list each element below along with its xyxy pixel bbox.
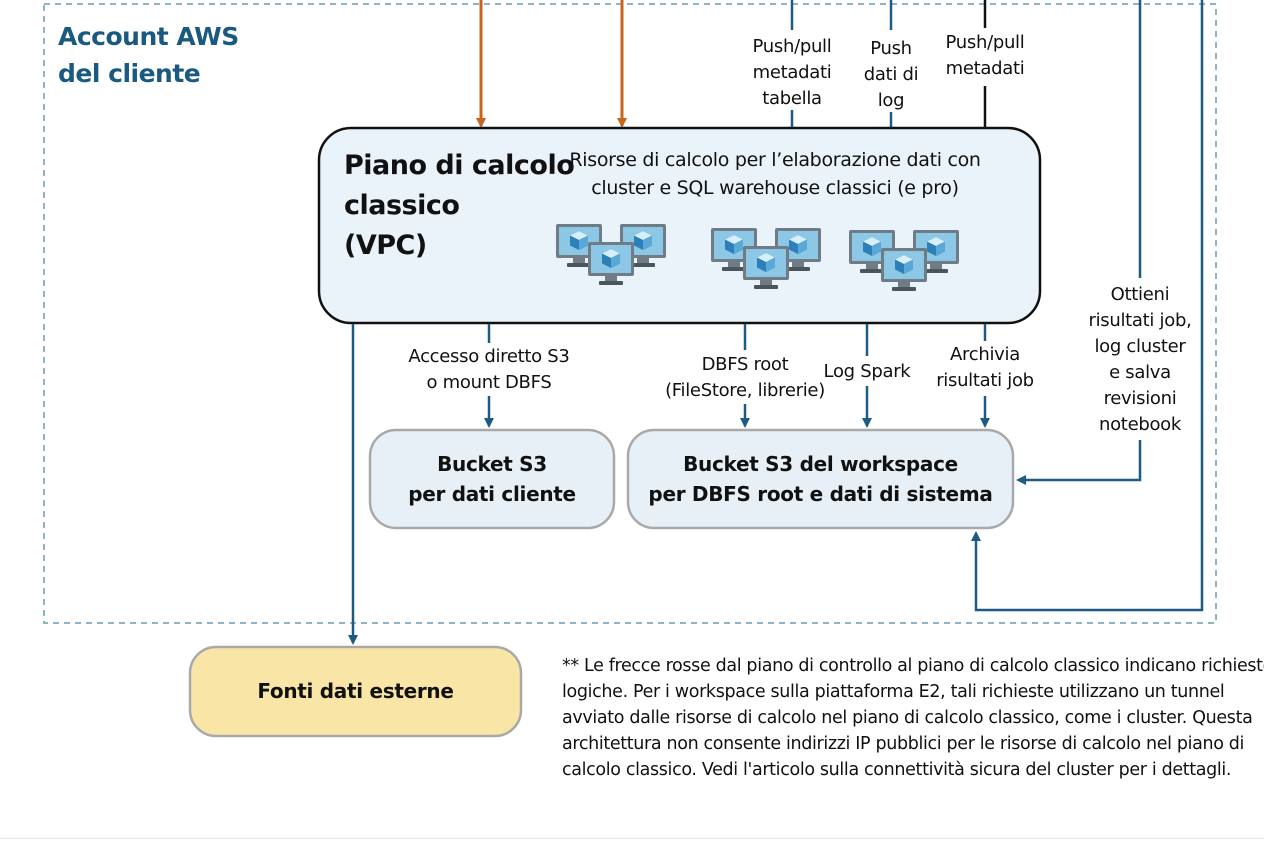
bottom-divider xyxy=(0,838,1264,839)
account-boundary xyxy=(43,3,1217,624)
label-log-spark: Log Spark xyxy=(823,361,911,382)
compute-plane-box xyxy=(317,126,1042,325)
job-results-arrow xyxy=(1016,440,1142,485)
compute-plane-description: Risorse di calcolo per l’elaborazione da… xyxy=(569,149,981,199)
label-archive-results: Archivia risultati job xyxy=(936,344,1034,391)
account-title: Account AWS del cliente xyxy=(58,22,239,88)
workspace-bucket-label: Bucket S3 del workspace per DBFS root e … xyxy=(648,452,993,506)
customer-bucket-box xyxy=(368,428,616,530)
compute-plane-title: Piano di calcolo classico (VPC) xyxy=(344,150,575,261)
label-push-pull-metadata: Push/pull metadati xyxy=(945,32,1025,79)
footnote: ** Le frecce rosse dal piano di controll… xyxy=(562,656,1264,780)
label-direct-s3: Accesso diretto S3 o mount DBFS xyxy=(408,346,570,393)
label-job-results: Ottieni risultati job, log cluster e sal… xyxy=(1088,284,1192,435)
label-dbfs-root: DBFS root (FileStore, librerie) xyxy=(665,354,825,401)
external-sources-label: Fonti dati esterne xyxy=(257,679,454,703)
label-push-pull-table-metadata: Push/pull metadati tabella xyxy=(752,36,832,109)
workspace-bucket-box xyxy=(626,428,1015,530)
outer-loop-arrow xyxy=(971,0,1204,612)
label-push-logs: Push dati di log xyxy=(863,38,919,111)
customer-bucket-label: Bucket S3 per dati cliente xyxy=(408,452,576,506)
external-sources-box xyxy=(188,645,523,738)
